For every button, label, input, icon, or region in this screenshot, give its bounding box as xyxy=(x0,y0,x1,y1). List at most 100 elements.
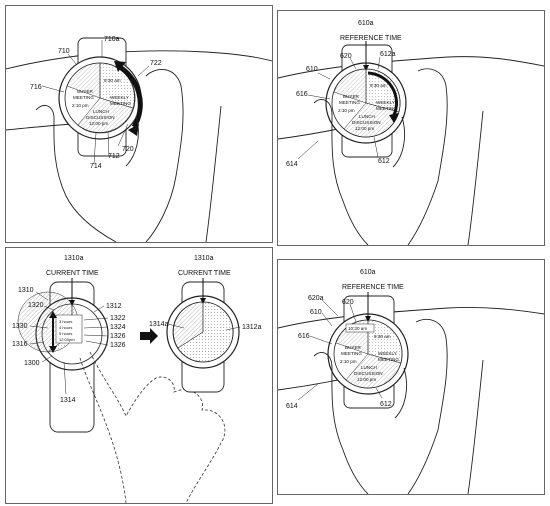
duration-option[interactable]: 5 hours xyxy=(59,331,72,336)
face-time-label: 2:10 pm xyxy=(340,359,357,364)
ref-label: 1300 xyxy=(24,360,40,367)
ref-label: 614 xyxy=(286,403,298,410)
reference-time-box xyxy=(345,323,375,333)
ref-label: 616 xyxy=(296,91,308,98)
thumb-outline xyxy=(35,104,117,242)
face-segment-lunch xyxy=(343,102,400,138)
ref-label: 714 xyxy=(90,163,102,170)
ref-label: 612 xyxy=(378,158,390,165)
face-event-label: LUNCH xyxy=(359,114,375,119)
reference-marker-icon xyxy=(363,65,369,71)
face-segment-weekly xyxy=(99,62,135,109)
face-segment-weekly xyxy=(367,319,403,364)
ref-label: 710a xyxy=(104,36,120,43)
progress-arc xyxy=(367,71,399,116)
face-event-label: BUYER xyxy=(77,89,94,94)
ref-label: 1322 xyxy=(110,315,126,322)
reference-time-caption: REFERENCE TIME xyxy=(342,284,404,291)
face-event-label: MEETING xyxy=(73,95,94,100)
current-time-marker-icon xyxy=(200,298,206,304)
hand-outline xyxy=(407,68,448,245)
forearm-outline xyxy=(6,50,272,70)
forearm-lower-outline xyxy=(278,128,339,140)
watch-diagram-reference-time-zoomed: 10:30 am 9:30 am BUYER MEETING WEEKLY ME… xyxy=(278,269,544,494)
face-time-label: 12:00pm xyxy=(59,337,75,342)
face-event-label: MEETING xyxy=(376,106,397,111)
watch-diagram-current-time: 3 hours 4 hours 5 hours 12:00pm 1310a CU… xyxy=(12,255,262,503)
ref-label: 610a xyxy=(358,20,374,27)
ref-label: 610 xyxy=(310,309,322,316)
arrow-head-icon xyxy=(389,113,399,123)
rotation-arrow xyxy=(116,63,143,129)
forearm-lower-outline xyxy=(6,123,77,131)
ref-label: 610a xyxy=(360,269,376,276)
face-event-label: WEEKLY xyxy=(110,95,129,100)
ref-label: 620 xyxy=(342,299,354,306)
forearm-lower-outline xyxy=(278,379,339,391)
ref-label: 1312a xyxy=(242,324,262,331)
face-segment-lunch xyxy=(345,353,402,389)
ref-label: 1324 xyxy=(110,324,126,331)
reference-time-value: 10:30 am xyxy=(348,326,367,331)
face-event-label: MEETING xyxy=(110,101,131,106)
ref-label: 616 xyxy=(298,333,310,340)
face-event-label: BUYER xyxy=(343,94,360,99)
arrow-head-icon xyxy=(128,124,139,136)
ref-label: 620 xyxy=(340,53,352,60)
scroll-up-arrow-icon xyxy=(49,311,57,318)
face-event-label: DISCUSSION xyxy=(352,120,381,125)
face-time-label: 12:00 pm xyxy=(357,377,376,382)
current-time-marker-icon xyxy=(69,300,75,306)
thumb-outline xyxy=(313,352,369,494)
face-event-label: WEEKLY xyxy=(378,351,397,356)
ref-label: 1326 xyxy=(110,342,126,349)
finger-outline xyxy=(392,110,484,245)
face-event-label: LUNCH xyxy=(93,109,109,114)
ref-label: 1310 xyxy=(18,287,34,294)
ref-label: 612 xyxy=(380,401,392,408)
finger-outline xyxy=(125,105,222,242)
ref-label: 720 xyxy=(122,146,134,153)
face-time-label: 9:30 am xyxy=(374,334,391,339)
ref-label: 1310a xyxy=(194,255,214,262)
figure-panel-top-right: 9:30 am BUYER MEETING WEEKLY MEETING 2:1… xyxy=(277,10,545,246)
face-event-label: DISCUSSION xyxy=(354,371,383,376)
face-segment-remaining xyxy=(177,301,234,363)
transition-arrow-icon xyxy=(140,328,158,344)
ref-label: 1320 xyxy=(28,302,44,309)
face-time-label: 12:00 pm xyxy=(89,121,108,126)
ref-label: 1312 xyxy=(106,303,122,310)
face-time-label: 9:30 am xyxy=(104,78,121,83)
duration-option[interactable]: 3 hours xyxy=(59,319,72,324)
face-time-label: 12:00 pm xyxy=(355,126,374,131)
ref-label: 1310a xyxy=(64,255,84,262)
ref-label: 610 xyxy=(306,66,318,73)
face-segment-buyer xyxy=(66,62,101,99)
face-event-label: LUNCH xyxy=(361,365,377,370)
ref-label: 1314a xyxy=(149,321,169,328)
face-segment-weekly xyxy=(365,68,401,113)
finger-dashed-outline xyxy=(79,357,127,503)
arrow-head-icon xyxy=(114,61,126,72)
face-event-label: WEEKLY xyxy=(376,100,395,105)
scroll-down-arrow-icon xyxy=(49,346,57,353)
current-time-caption: CURRENT TIME xyxy=(178,270,231,277)
ref-label: 1316 xyxy=(12,341,28,348)
ref-label: 1326 xyxy=(110,333,126,340)
finger-dashed-outline xyxy=(89,351,226,503)
watch-diagram-reference-time: 9:30 am BUYER MEETING WEEKLY MEETING 2:1… xyxy=(278,20,544,245)
duration-option[interactable]: 4 hours xyxy=(59,325,72,330)
forearm-outline xyxy=(278,307,544,329)
reference-marker-icon xyxy=(365,316,371,322)
face-time-label: 2:10 pm xyxy=(72,103,89,108)
ref-label: 620a xyxy=(308,295,324,302)
face-event-label: MEETING xyxy=(378,357,399,362)
duration-list xyxy=(55,314,83,344)
current-time-caption: CURRENT TIME xyxy=(46,270,99,277)
hand-outline xyxy=(407,318,448,494)
ref-label: 716 xyxy=(30,84,42,91)
reference-time-caption: REFERENCE TIME xyxy=(340,35,402,42)
hand-outline xyxy=(145,69,184,242)
ref-label: 1314 xyxy=(60,397,76,404)
ref-label: 612a xyxy=(380,51,396,58)
